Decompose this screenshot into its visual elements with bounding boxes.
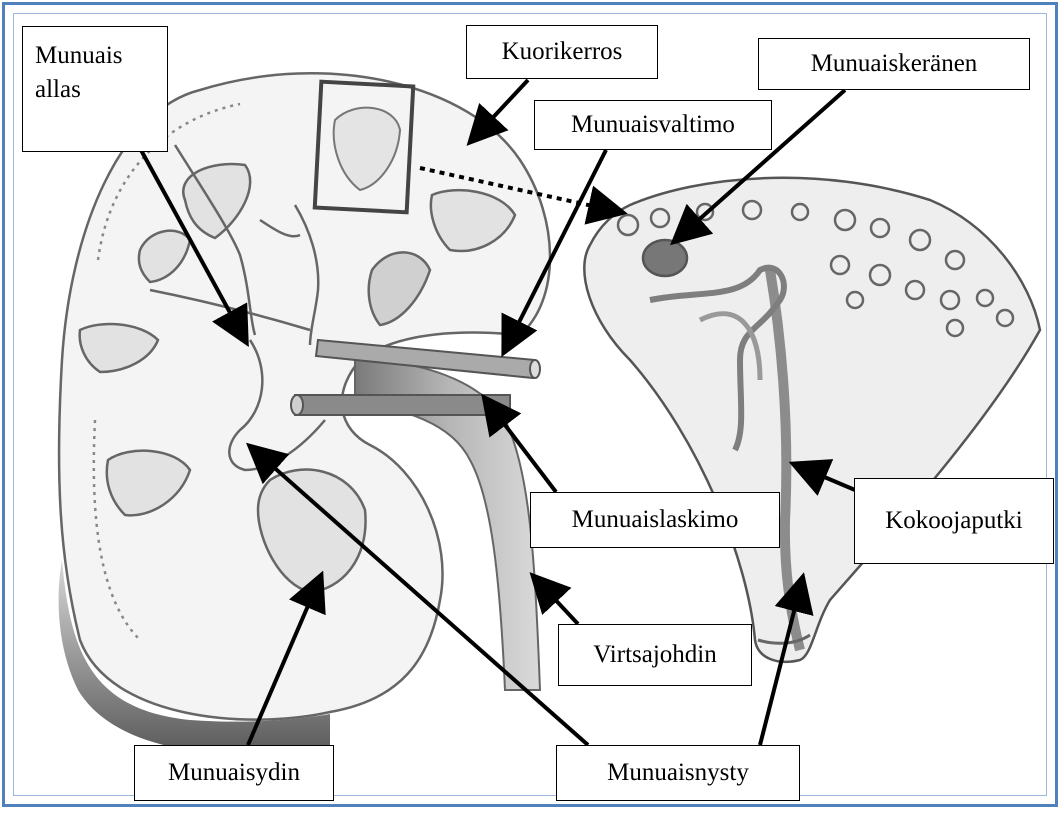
label-virtsajohdin: Virtsajohdin — [558, 624, 752, 686]
enlarged-pyramid — [584, 178, 1040, 662]
arrow-virtsajohdin — [535, 578, 578, 624]
label-kuorikerros: Kuorikerros — [466, 25, 658, 79]
label-kokoojaputki: Kokoojaputki — [854, 478, 1054, 564]
glomerulus — [643, 240, 687, 276]
label-munuaisallas-line1: Munuais — [35, 39, 123, 73]
label-munuaisnysty: Munuaisnysty — [556, 745, 800, 801]
label-munuaisallas: Munuais allas — [22, 26, 168, 152]
renal-vein — [291, 395, 510, 415]
label-munuaislaskimo: Munuaislaskimo — [530, 492, 780, 548]
label-munuaisydin: Munuaisydin — [134, 745, 334, 801]
label-munuaisallas-line2: allas — [35, 73, 81, 107]
label-munuaisvaltimo: Munuaisvaltimo — [534, 100, 772, 150]
arrow-kuorikerros — [472, 80, 528, 140]
label-munuaiskeranen: Munuaiskeränen — [758, 38, 1030, 90]
